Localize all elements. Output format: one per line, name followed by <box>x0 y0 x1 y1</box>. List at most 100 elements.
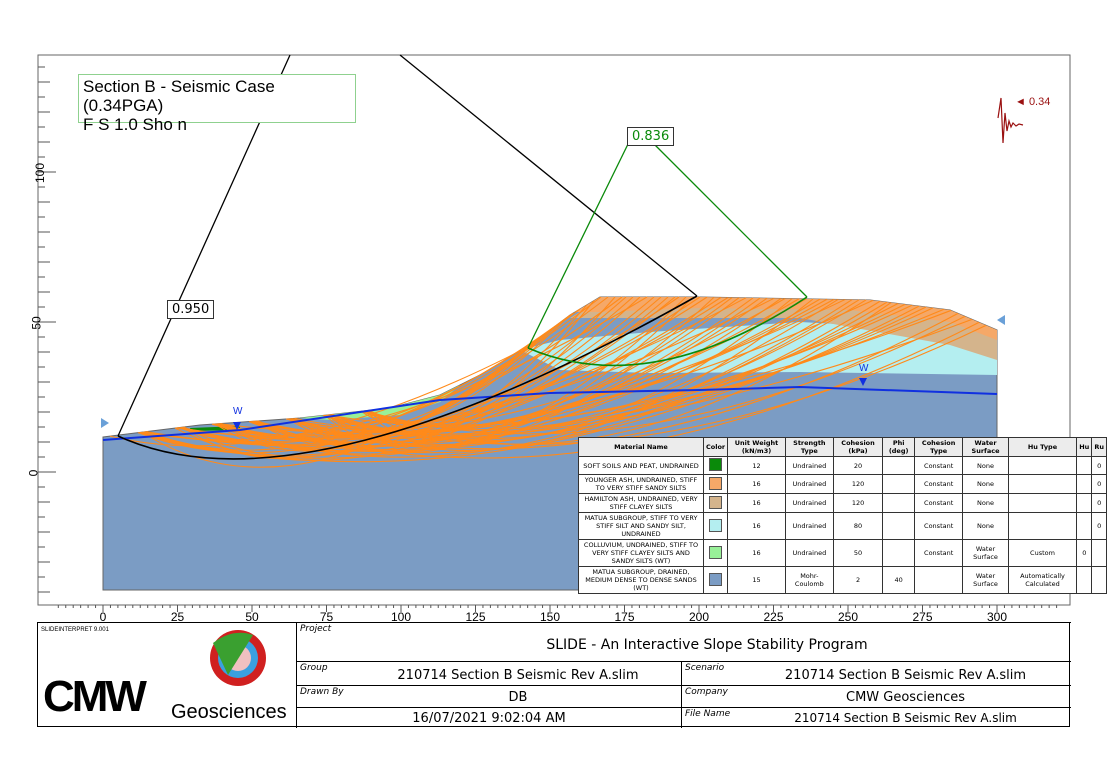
material-hut <box>1007 474 1078 494</box>
boundary-marker-icon <box>997 315 1005 325</box>
slip-surface <box>176 299 874 440</box>
slip-surface <box>141 331 549 468</box>
slip-surface <box>219 308 581 436</box>
slip-surfaces <box>109 296 987 468</box>
slip-surface <box>174 296 676 461</box>
file-value: 210714 Section B Seismic Rev A.slim <box>794 711 1017 725</box>
slip-surface <box>256 296 634 444</box>
material-hu <box>1076 566 1093 594</box>
material-color-swatch <box>702 539 729 567</box>
x-tick-label: 300 <box>986 610 1008 624</box>
slip-surface <box>217 299 853 458</box>
material-ws: None <box>962 474 1009 494</box>
x-tick-label: 150 <box>539 610 561 624</box>
material-row: MATUA SUBGROUP, DRAINED, MEDIUM DENSE TO… <box>578 566 1107 594</box>
slip-surface <box>215 296 655 452</box>
group-value: 210714 Section B Seismic Rev A.slim <box>397 668 639 683</box>
x-tick-label: 225 <box>763 610 784 624</box>
slip-surface <box>177 318 973 443</box>
material-uw: 12 <box>727 456 786 475</box>
material-ct: Constant <box>914 474 964 494</box>
material-c: 50 <box>832 539 884 567</box>
drawn-value: DB <box>508 690 528 705</box>
file-caption: File Name <box>685 709 731 719</box>
material-ws: Water Surface <box>962 539 1009 567</box>
material-name: HAMILTON ASH, UNDRAINED, VERY STIFF CLAY… <box>578 493 704 513</box>
material-c: 120 <box>832 474 884 494</box>
material-hut <box>1007 512 1078 540</box>
slip-surface <box>175 297 775 437</box>
material-uw: 16 <box>727 474 786 494</box>
material-name: YOUNGER ASH, UNDRAINED, STIFF TO VERY ST… <box>578 474 704 494</box>
boundary-marker-icon <box>101 418 109 428</box>
slip-surface <box>285 298 835 432</box>
material-header: Strength Type <box>784 437 834 457</box>
global-slip-surface <box>117 295 698 460</box>
x-tick-label: 75 <box>319 610 334 624</box>
scenario-caption: Scenario <box>685 663 725 673</box>
date-value: 16/07/2021 9:02:04 AM <box>412 711 566 726</box>
material-header: Hu Type <box>1007 437 1078 457</box>
material-ru: 0 <box>1091 474 1107 494</box>
water-marker-label: W <box>233 406 243 417</box>
material-phi <box>882 456 916 475</box>
material-ct: Constant <box>914 539 964 567</box>
y-tick-label: 100 <box>33 162 48 184</box>
slip-surface <box>360 315 570 424</box>
x-tick-label: 125 <box>465 610 486 624</box>
company-caption: Company <box>685 687 728 697</box>
slip-surface <box>137 296 623 454</box>
material-header: Hu <box>1076 437 1093 457</box>
x-tick-label: 0 <box>99 610 107 624</box>
material-header: Ru <box>1091 437 1107 457</box>
material-hu <box>1076 512 1093 540</box>
material-younger-ash <box>575 297 997 340</box>
material-phi <box>882 474 916 494</box>
material-c: 20 <box>832 456 884 475</box>
material-ws: None <box>962 493 1009 513</box>
material-uw: 16 <box>727 493 786 513</box>
material-hu: 0 <box>1076 539 1093 567</box>
material-st: Undrained <box>784 512 834 540</box>
slip-surface <box>249 300 881 454</box>
material-hu <box>1076 456 1093 475</box>
group-caption: Group <box>300 663 328 673</box>
material-ws: Water Surface <box>962 566 1009 594</box>
version-label: SLIDEINTERPRET 9.001 <box>41 627 109 633</box>
material-uw: 15 <box>727 566 786 594</box>
slip-surface <box>178 296 602 444</box>
material-header: Unit Weight (kN/m3) <box>727 437 786 457</box>
x-tick-label: 200 <box>688 610 710 624</box>
material-ru <box>1091 566 1107 594</box>
material-ct: Constant <box>914 493 964 513</box>
y-tick-label: 0 <box>26 469 41 477</box>
material-uw: 16 <box>727 539 786 567</box>
scenario-value: 210714 Section B Seismic Rev A.slim <box>784 668 1027 683</box>
project-caption: Project <box>300 624 332 634</box>
material-row: COLLUVIUM, UNDRAINED, STIFF TO VERY STIF… <box>578 539 1107 567</box>
analysis-title-box: Section B - Seismic Case (0.34PGA)F S 1.… <box>78 74 356 134</box>
material-st: Undrained <box>784 539 834 567</box>
material-ct: Constant <box>914 456 964 475</box>
company-value: CMW Geosciences <box>846 690 965 705</box>
material-header: Cohesion Type <box>914 437 964 457</box>
material-color-swatch <box>702 474 729 494</box>
material-color-swatch <box>702 512 729 540</box>
title-block: CMW Geosciences SLIDEINTERPRET 9.001 Pro… <box>37 622 1071 728</box>
x-tick-label: 250 <box>837 610 859 624</box>
material-phi <box>882 493 916 513</box>
slip-surface <box>287 320 563 439</box>
material-header: Cohesion (kPa) <box>832 437 884 457</box>
material-st: Mohr-Coulomb <box>784 566 834 594</box>
material-phi: 40 <box>882 566 916 594</box>
material-st: Undrained <box>784 474 834 494</box>
material-c: 120 <box>832 493 884 513</box>
material-hu <box>1076 474 1093 494</box>
slip-surface <box>289 297 761 443</box>
material-hu <box>1076 493 1093 513</box>
slip-surface <box>248 297 782 450</box>
material-ct: Constant <box>914 512 964 540</box>
drawn-caption: Drawn By <box>300 687 344 697</box>
